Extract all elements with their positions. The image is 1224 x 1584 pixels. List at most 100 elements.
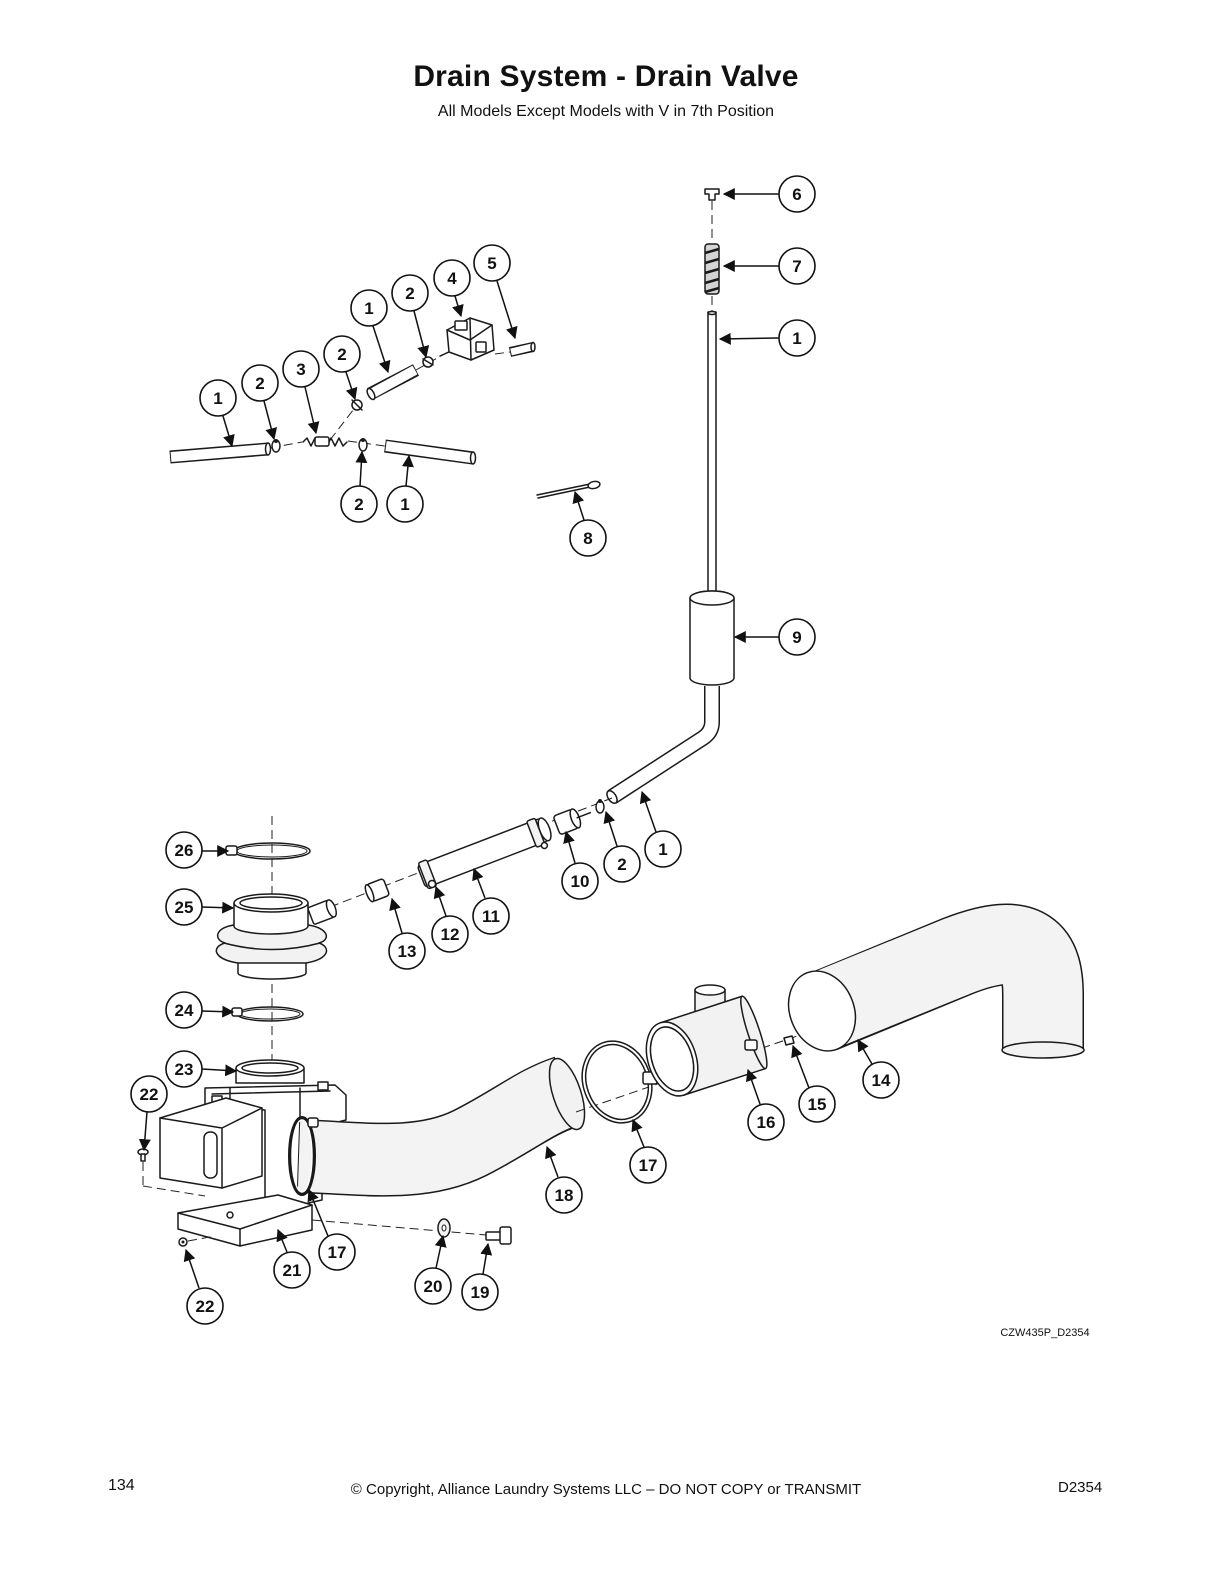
callout-10: 10: [561, 830, 599, 900]
callout-circle: [340, 485, 378, 523]
callout-7: 7: [722, 247, 816, 285]
leader-arrow: [201, 1064, 238, 1077]
callout-number: 1: [213, 389, 222, 408]
leader-arrow: [496, 280, 518, 340]
callout-22: 22: [130, 1075, 168, 1152]
overflow-tube: [417, 817, 552, 890]
tee-fitting: [645, 984, 768, 1097]
leader-arrow: [603, 810, 618, 847]
callout-circle: [165, 1050, 203, 1088]
callout-16: 16: [745, 1068, 785, 1141]
callout-1: 1: [199, 379, 237, 448]
callout-26: 26: [165, 831, 230, 869]
hose-clamp: [595, 799, 605, 814]
callout-circle: [472, 897, 510, 935]
leader-arrow: [639, 790, 657, 833]
callout-circle: [778, 175, 816, 213]
callout-circle: [386, 485, 424, 523]
leader-arrow: [413, 310, 430, 359]
callout-number: 23: [175, 1060, 194, 1079]
callout-circle: [798, 1085, 836, 1123]
callout-number: 2: [617, 855, 626, 874]
page-subtitle: All Models Except Models with V in 7th P…: [437, 103, 775, 120]
callout-circle: [282, 350, 320, 388]
callout-14: 14: [857, 1038, 900, 1099]
callout-circle: [778, 247, 816, 285]
clamp-screw: [427, 879, 437, 889]
drain-valve-solenoid: [439, 317, 495, 361]
hose-clamp: [358, 438, 368, 452]
leader-arrow: [372, 325, 391, 374]
callout-number: 17: [328, 1243, 347, 1262]
leader-arrow: [452, 295, 464, 318]
leader-arrow: [434, 1234, 447, 1269]
callout-circle: [273, 1251, 311, 1289]
valve-bracket: [177, 1194, 313, 1247]
callout-number: 15: [808, 1095, 827, 1114]
callout-9: 9: [733, 618, 816, 656]
callout-number: 5: [487, 254, 496, 273]
callout-number: 22: [196, 1297, 215, 1316]
callout-15: 15: [791, 1044, 836, 1123]
document-code: D2354: [1058, 1479, 1103, 1496]
leader-arrow: [472, 867, 486, 899]
drawing-code: CZW435P_D2354: [1000, 1327, 1090, 1339]
callout-8: 8: [569, 490, 607, 557]
callout-number: 11: [482, 907, 500, 926]
callout-number: 14: [872, 1071, 891, 1090]
callout-number: 8: [583, 529, 592, 548]
callout-circle: [461, 1273, 499, 1311]
callout-number: 2: [337, 345, 346, 364]
callout-circle: [747, 1103, 785, 1141]
callout-circle: [561, 862, 599, 900]
callout-circle: [165, 831, 203, 869]
leader-arrow: [718, 332, 780, 345]
hose-left: [169, 442, 272, 464]
hose-clamp: [351, 399, 363, 411]
callout-number: 1: [364, 299, 373, 318]
valve-clamp: [231, 1006, 304, 1022]
push-nut: [704, 188, 720, 201]
callout-number: 7: [792, 257, 801, 276]
leader-arrow: [222, 415, 235, 448]
callout-2: 2: [340, 450, 378, 523]
tube-connector: [553, 808, 592, 835]
bellows: [215, 893, 338, 980]
callout-4: 4: [433, 259, 471, 318]
callout-3: 3: [282, 350, 320, 435]
callout-5: 5: [473, 244, 518, 340]
drain-rod-spring: [704, 243, 720, 295]
leader-arrow: [631, 1118, 645, 1148]
leader-arrow: [355, 450, 368, 487]
leader-arrow: [572, 490, 585, 521]
callout-circle: [433, 259, 471, 297]
screw-top: [137, 1148, 149, 1162]
callout-circle: [391, 274, 429, 312]
callout-circle: [165, 888, 203, 926]
hose-clamp-valve: [288, 1116, 319, 1196]
callout-circle: [431, 915, 469, 953]
callout-circle: [186, 1287, 224, 1325]
callout-circle: [199, 379, 237, 417]
drain-rod: [707, 310, 717, 599]
callout-circle: [778, 618, 816, 656]
callout-number: 22: [140, 1085, 159, 1104]
callout-number: 25: [175, 898, 194, 917]
hose-middle: [366, 364, 420, 401]
callout-25: 25: [165, 888, 235, 926]
callout-number: 4: [447, 269, 457, 288]
callout-18: 18: [545, 1145, 583, 1214]
leader-arrow: [480, 1242, 493, 1275]
callout-circle: [629, 1146, 667, 1184]
washer: [437, 1218, 451, 1238]
drain-elbow: [787, 903, 1085, 1059]
callout-circle: [130, 1075, 168, 1113]
callout-number: 26: [175, 841, 194, 860]
callout-number: 13: [398, 942, 417, 961]
leader-arrow: [745, 1068, 761, 1105]
callout-circle: [569, 519, 607, 557]
callout-19: 19: [461, 1242, 499, 1311]
hose-right: [384, 439, 477, 465]
callout-1: 1: [639, 790, 682, 868]
callout-22: 22: [183, 1248, 224, 1325]
